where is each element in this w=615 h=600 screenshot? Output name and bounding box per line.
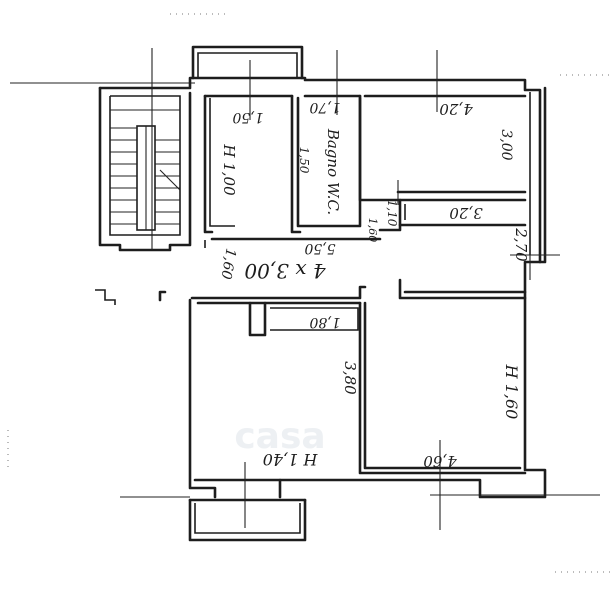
corridor-area-label: 4 x 3,00 [244,259,327,283]
closet-width-label: 3,20 [449,204,483,222]
corridor-depth-small-label: 1,60 [366,218,379,243]
wc-depth-label: 1,50 [297,147,311,174]
room-a-height-label: H 1,00 [220,143,238,196]
room-d-height-label: H 1,60 [502,364,521,420]
watermark-logo: casa [234,416,325,457]
interior-walls-upper [203,94,527,248]
measure-lines [244,50,560,530]
room-a-width-label: 1,50 [232,109,263,125]
corridor-length-label: 5,50 [304,240,335,256]
stairwell [98,48,192,252]
closet-small-label: 1,80 [309,314,340,330]
room-b-width-label: 4,20 [439,100,474,118]
interior-walls-lower [190,278,527,482]
wc-extra-label: 1,10 [385,200,399,227]
room-c-depth-label: 3,80 [341,361,359,395]
stair-stub [95,289,116,305]
room-c-width-label: H 1,40 [263,450,319,469]
wc-width-label: 1,70 [309,99,340,115]
wc-name-label: Bagno W.C. [324,128,342,215]
stair-gap-label: 2,70 [512,227,530,262]
room-d-width-label: 4,60 [423,452,458,470]
outer-walls [98,45,547,542]
room-b-depth-label: 3,00 [498,129,514,160]
corridor-depth-label: 1,60 [217,247,238,281]
